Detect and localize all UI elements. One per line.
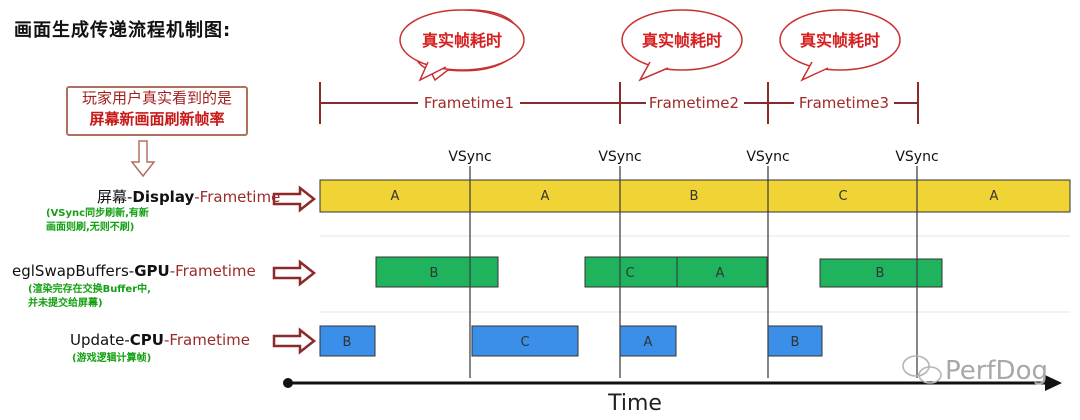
- gpu-label-pre: eglSwapBuffers-: [12, 262, 135, 280]
- cpu-row: B C A B: [319, 325, 823, 357]
- vsync-label-3: VSync: [746, 149, 789, 165]
- gpu-arrow-icon: [272, 259, 317, 287]
- display-note-line1: (VSync同步刷新,有新: [46, 208, 149, 219]
- gpu-note-line1: (渲染完存在交换Buffer中,: [28, 284, 151, 295]
- display-label-pre: 屏幕-: [97, 188, 133, 206]
- display-row-label: 屏幕-Display-Frametime: [97, 186, 280, 207]
- perfdog-watermark: PerfDog: [944, 356, 1048, 386]
- gpu-row-note: (渲染完存在交换Buffer中, 并未提交给屏幕): [28, 283, 151, 311]
- display-seg-2: A: [541, 189, 550, 204]
- display-label-post: -Frametime: [194, 188, 281, 206]
- cpu-seg-4: B: [791, 335, 800, 350]
- display-seg-1: A: [391, 189, 400, 204]
- cpu-label-post: -Frametime: [163, 331, 250, 349]
- frametime-label-1: Frametime1: [424, 94, 514, 112]
- display-seg-4: C: [838, 189, 847, 204]
- display-row-note: (VSync同步刷新,有新 画面则刷,无则不刷): [46, 207, 149, 235]
- cpu-row-label: Update-CPU-Frametime: [70, 331, 250, 349]
- frametime-label-3: Frametime3: [799, 94, 889, 112]
- gpu-block-2: [584, 256, 768, 288]
- gpu-seg-3: A: [716, 266, 725, 281]
- bubble-text-3: 真实帧耗时: [800, 31, 880, 50]
- cpu-seg-2: C: [520, 335, 529, 350]
- cpu-arrow-icon: [272, 327, 317, 355]
- vsync-label-4: VSync: [895, 149, 938, 165]
- display-label-bold: Display: [132, 188, 195, 206]
- bubble-text-2: 真实帧耗时: [642, 31, 722, 50]
- display-row: A A B C A: [319, 179, 1071, 213]
- gpu-seg-4: B: [876, 266, 885, 281]
- frametime-brackets: [319, 82, 919, 124]
- display-seg-5: A: [990, 189, 999, 204]
- gpu-row-label: eglSwapBuffers-GPU-Frametime: [12, 262, 256, 280]
- vsync-label-2: VSync: [598, 149, 641, 165]
- cpu-seg-1: B: [343, 335, 352, 350]
- frametime-label-2: Frametime2: [649, 94, 739, 112]
- frametime-bubble-3: 真实帧耗时: [779, 9, 901, 82]
- gpu-seg-2: C: [625, 266, 634, 281]
- vsync-label-1: VSync: [448, 149, 491, 165]
- cpu-note-line1: (游戏逻辑计算帧): [72, 353, 152, 364]
- gpu-seg-1: B: [430, 266, 439, 281]
- gpu-label-bold: GPU: [134, 262, 170, 280]
- down-arrow-icon: [130, 140, 156, 178]
- wechat-icon: [902, 355, 942, 384]
- cpu-block-2: [471, 325, 579, 357]
- cpu-seg-3: A: [644, 335, 653, 350]
- cpu-row-note: (游戏逻辑计算帧): [72, 352, 151, 366]
- vsync-lines: [469, 166, 918, 378]
- gpu-label-post: -Frametime: [169, 262, 256, 280]
- display-bar: [319, 179, 1071, 213]
- diagram-title: 画面生成传递流程机制图:: [14, 20, 232, 41]
- frametime-bubble-1: 真实帧耗时: [399, 9, 525, 82]
- bubble-text-1: 真实帧耗时: [422, 31, 502, 50]
- cpu-label-bold: CPU: [129, 331, 164, 349]
- display-arrow-icon: [272, 185, 317, 213]
- gpu-row: B C A B: [375, 256, 943, 288]
- cpu-block-1: [319, 325, 376, 357]
- viewer-note-line1: 玩家用户真实看到的是: [81, 89, 232, 107]
- gpu-block-3: [819, 258, 943, 288]
- display-seg-3: B: [690, 189, 699, 204]
- cpu-label-pre: Update-: [70, 331, 130, 349]
- display-note-line2: 画面则刷,无则不刷): [46, 222, 135, 233]
- viewer-note-box: 玩家用户真实看到的是 屏幕新画面刷新帧率: [66, 86, 248, 136]
- viewer-note-line2: 屏幕新画面刷新帧率: [89, 110, 225, 128]
- cpu-block-4: [767, 325, 823, 357]
- time-axis: [283, 375, 1062, 391]
- time-axis-label: Time: [607, 391, 662, 416]
- gpu-block-1: [375, 256, 499, 288]
- frametime-bubble-2: 真实帧耗时: [621, 9, 743, 82]
- gpu-note-line2: 并未提交给屏幕): [28, 298, 103, 309]
